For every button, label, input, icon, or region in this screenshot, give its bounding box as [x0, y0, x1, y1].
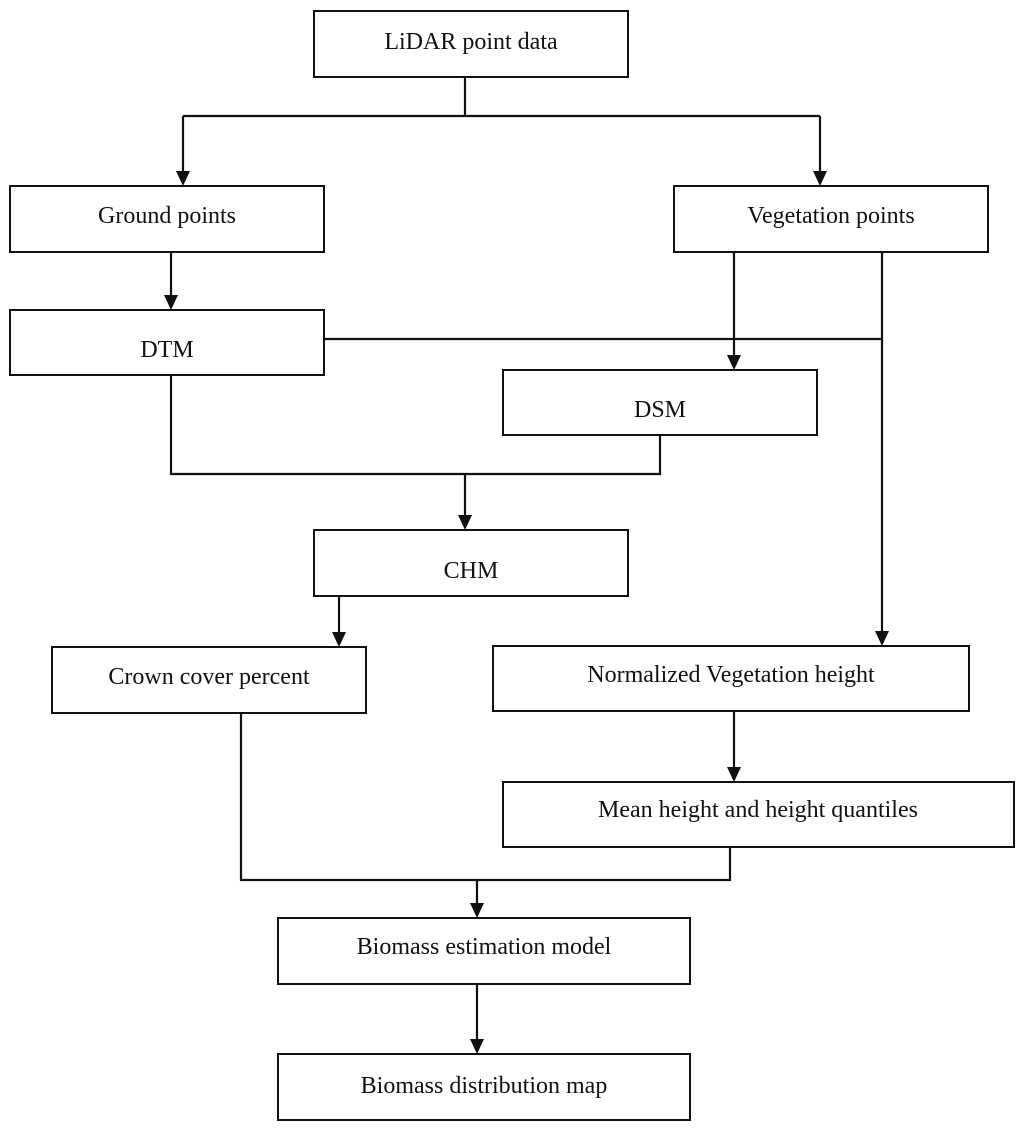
arrow-to-biomass-map: [470, 1039, 484, 1054]
node-label: DSM: [634, 397, 686, 423]
node-label: DTM: [140, 337, 193, 363]
node-label: Crown cover percent: [108, 664, 310, 690]
node-label: Normalized Vegetation height: [587, 662, 875, 688]
node-lidar-point-data: LiDAR point data: [313, 10, 629, 78]
node-vegetation-points: Vegetation points: [673, 185, 989, 253]
arrow-to-biomass-model: [470, 903, 484, 918]
node-biomass-distribution-map: Biomass distribution map: [277, 1053, 691, 1121]
node-dsm: DSM: [502, 369, 818, 436]
node-crown-cover-percent: Crown cover percent: [51, 646, 367, 714]
arrow-to-meanheight: [727, 767, 741, 782]
node-normalized-vegetation-height: Normalized Vegetation height: [492, 645, 970, 712]
arrow-to-ground: [176, 171, 190, 186]
arrow-to-chm: [458, 515, 472, 530]
connectors: [164, 77, 889, 1054]
node-label: CHM: [444, 558, 499, 584]
arrow-to-dsm: [727, 355, 741, 370]
node-label: Ground points: [98, 203, 236, 229]
arrow-to-vegetation: [813, 171, 827, 186]
node-label: Mean height and height quantiles: [598, 797, 918, 823]
connector-lidar-split: [181, 77, 822, 172]
node-label: Biomass estimation model: [357, 934, 612, 960]
arrow-to-dtm: [164, 295, 178, 310]
connector-vegetation-normheight: [325, 252, 884, 632]
node-dtm: DTM: [9, 309, 325, 376]
node-chm: CHM: [313, 529, 629, 597]
node-biomass-estimation-model: Biomass estimation model: [277, 917, 691, 985]
node-label: Biomass distribution map: [361, 1073, 608, 1099]
connector-crown-mean-model: [239, 713, 732, 904]
node-label: LiDAR point data: [384, 29, 558, 55]
node-mean-height-quantiles: Mean height and height quantiles: [502, 781, 1015, 848]
node-label: Vegetation points: [747, 203, 914, 229]
connector-dtm-dsm-chm: [169, 375, 662, 516]
arrow-to-crown: [332, 632, 346, 647]
arrow-to-normheight: [875, 631, 889, 646]
node-ground-points: Ground points: [9, 185, 325, 253]
